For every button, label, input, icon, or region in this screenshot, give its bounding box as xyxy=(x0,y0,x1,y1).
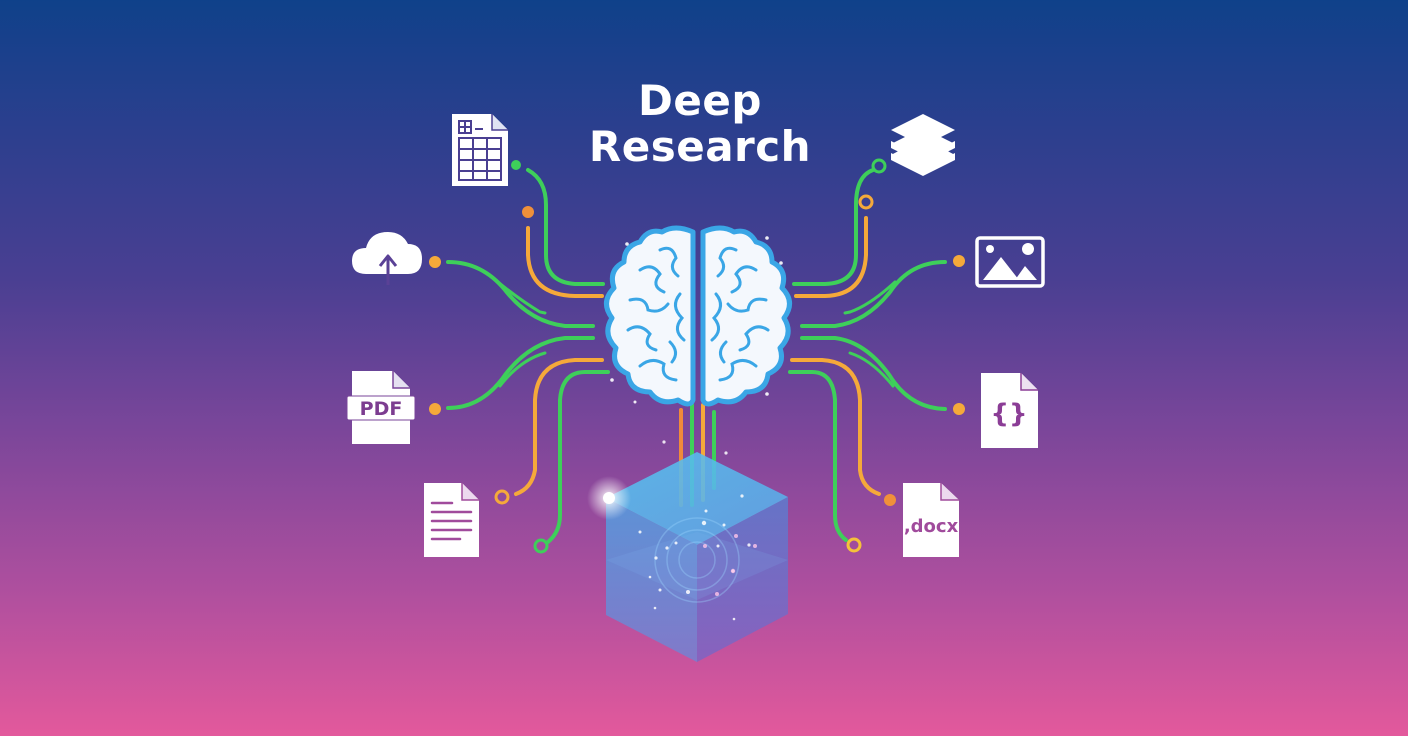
json-file-icon: {} xyxy=(981,373,1038,448)
json-label: {} xyxy=(990,399,1027,429)
page-title: Deep Research xyxy=(560,78,840,170)
circuit-lines-right xyxy=(788,158,965,553)
title-line-2: Research xyxy=(588,122,812,171)
brain-icon xyxy=(604,225,792,407)
docx-file-icon: ,docx xyxy=(903,483,959,557)
spreadsheet-icon xyxy=(452,114,508,186)
image-icon xyxy=(975,236,1045,288)
data-cube xyxy=(587,440,788,662)
cloud-upload-icon xyxy=(352,232,422,285)
layers-icon xyxy=(891,114,955,176)
circuit-lines-left xyxy=(429,160,610,554)
docx-label: ,docx xyxy=(904,516,959,537)
pdf-file-icon: PDF xyxy=(346,371,416,444)
pdf-label: PDF xyxy=(360,398,403,420)
text-document-icon xyxy=(424,483,479,557)
title-line-1: Deep xyxy=(638,76,762,125)
